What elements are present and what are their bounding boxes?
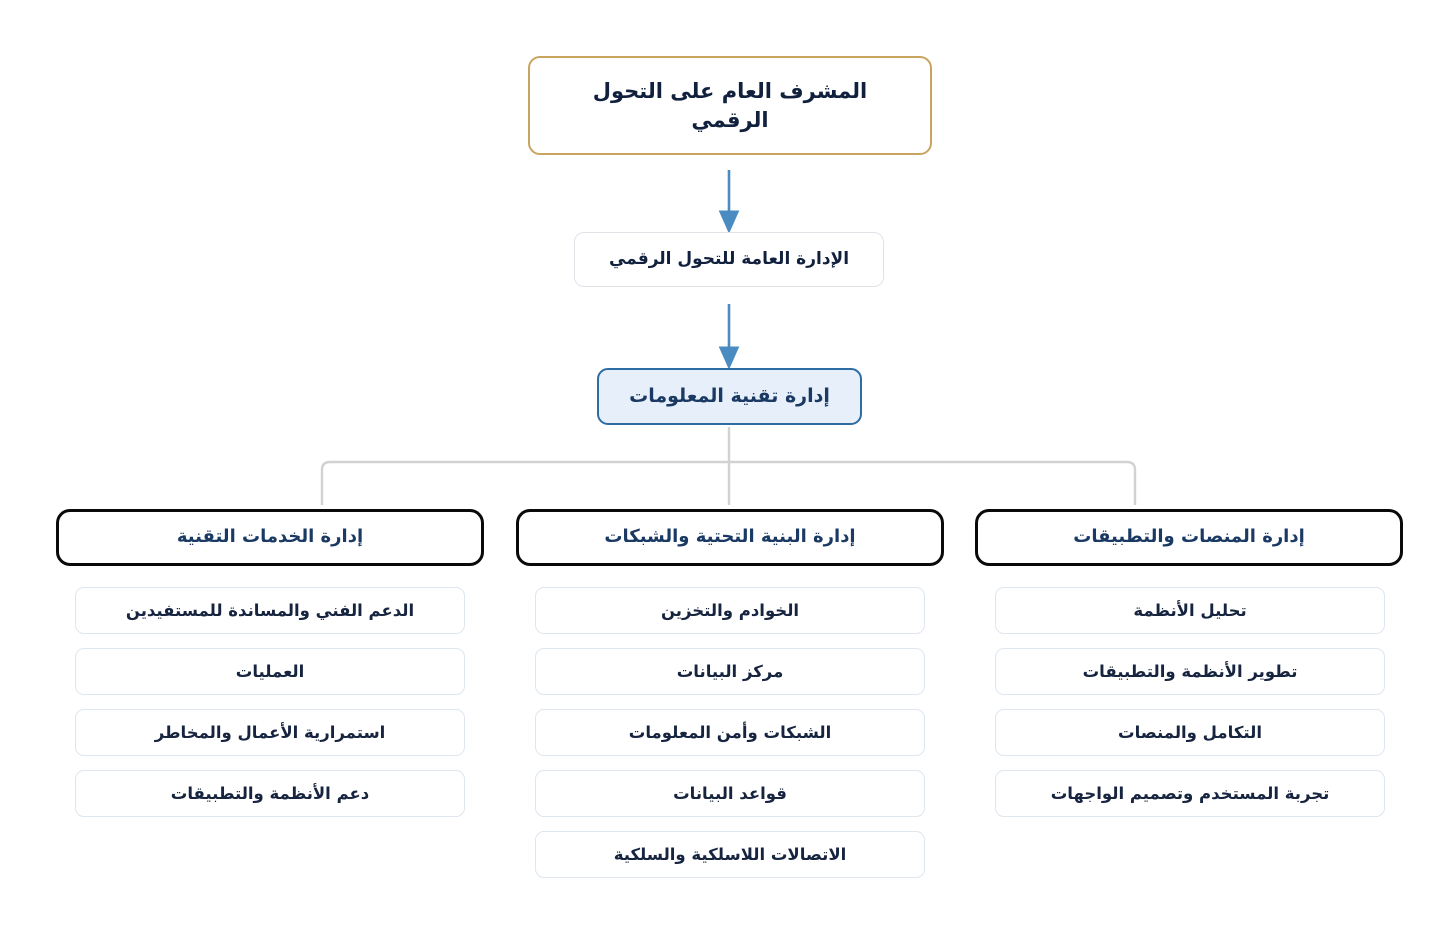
leaf-item[interactable]: تحليل الأنظمة [995, 587, 1385, 634]
leaf-item[interactable]: الخوادم والتخزين [535, 587, 925, 634]
branch-head-infrastructure-networks[interactable]: إدارة البنية التحتية والشبكات [516, 509, 944, 566]
node-general-administration[interactable]: الإدارة العامة للتحول الرقمي [574, 232, 884, 287]
leaf-item[interactable]: الاتصالات اللاسلكية والسلكية [535, 831, 925, 878]
branch-column-infrastructure-networks: الخوادم والتخزين مركز البيانات الشبكات و… [535, 587, 925, 892]
leaf-item[interactable]: دعم الأنظمة والتطبيقات [75, 770, 465, 817]
leaf-item[interactable]: تطوير الأنظمة والتطبيقات [995, 648, 1385, 695]
branch-column-technical-services: الدعم الفني والمساندة للمستفيدين العمليا… [75, 587, 465, 831]
leaf-item[interactable]: قواعد البيانات [535, 770, 925, 817]
leaf-item[interactable]: مركز البيانات [535, 648, 925, 695]
leaf-item[interactable]: الشبكات وأمن المعلومات [535, 709, 925, 756]
branch-head-platforms-applications[interactable]: إدارة المنصات والتطبيقات [975, 509, 1403, 566]
branch-column-platforms-applications: تحليل الأنظمة تطوير الأنظمة والتطبيقات ا… [995, 587, 1385, 831]
node-it-department[interactable]: إدارة تقنية المعلومات [597, 368, 862, 425]
leaf-item[interactable]: العمليات [75, 648, 465, 695]
leaf-item[interactable]: تجربة المستخدم وتصميم الواجهات [995, 770, 1385, 817]
branch-head-technical-services[interactable]: إدارة الخدمات التقنية [56, 509, 484, 566]
leaf-item[interactable]: التكامل والمنصات [995, 709, 1385, 756]
leaf-item[interactable]: الدعم الفني والمساندة للمستفيدين [75, 587, 465, 634]
branch-bus [320, 427, 1137, 505]
node-supervisor-general[interactable]: المشرف العام على التحول الرقمي [528, 56, 932, 155]
leaf-item[interactable]: استمرارية الأعمال والمخاطر [75, 709, 465, 756]
